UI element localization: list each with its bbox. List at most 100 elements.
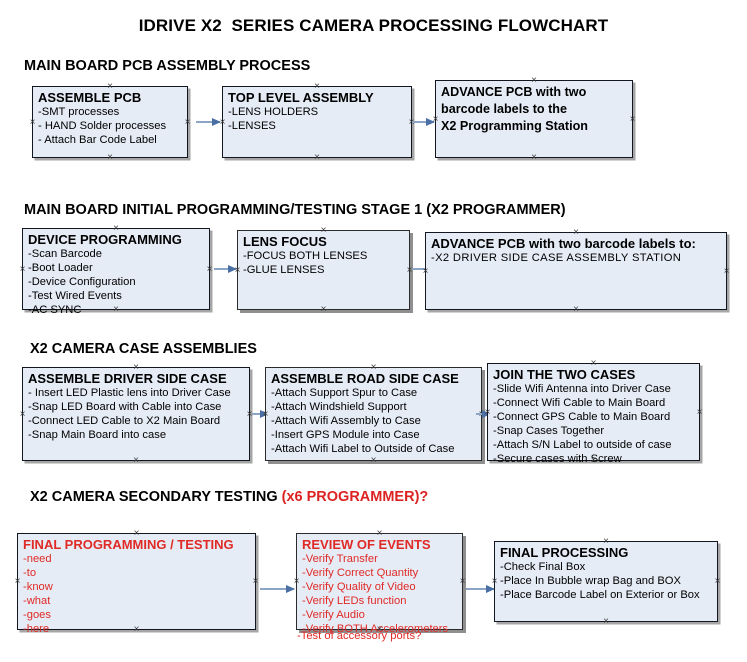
box-line: -to	[23, 567, 37, 579]
box-lens-focus[interactable]: LENS FOCUS -FOCUS BOTH LENSES -GLUE LENS…	[237, 230, 410, 310]
box-line: -Verify Audio	[302, 609, 365, 621]
box-title: FINAL PROCESSING	[500, 545, 629, 560]
arrow-road-case-to-join-cases	[476, 409, 491, 418]
box-line: -goes	[23, 609, 51, 621]
section-header-case-assemblies: X2 CAMERA CASE ASSEMBLIES	[30, 341, 257, 357]
box-join-the-two-cases[interactable]: JOIN THE TWO CASES -Slide Wifi Antenna i…	[487, 363, 700, 465]
box-line: -Verify LEDs function	[302, 595, 407, 607]
box-line: -LENSES	[228, 120, 276, 132]
connection-handle-bottom-icon[interactable]	[319, 305, 328, 314]
box-line: -Attach Wifi Label to Outside of Case	[271, 443, 455, 455]
section-header-text: X2 CAMERA SECONDARY TESTING	[30, 489, 282, 505]
box-line: -Verify BOTH Accelerometers	[302, 623, 449, 635]
connection-handle-right-icon[interactable]	[205, 265, 214, 274]
box-assemble-pcb[interactable]: ASSEMBLE PCB -SMT processes - HAND Solde…	[32, 86, 188, 158]
box-advance-pcb-driver-side-station[interactable]: ADVANCE PCB with two barcode labels to: …	[425, 232, 727, 310]
box-device-programming[interactable]: DEVICE PROGRAMMING -Scan Barcode -Boot L…	[22, 228, 210, 316]
box-title: ADVANCE PCB with two barcode labels to:	[431, 236, 696, 251]
box-line: -here	[23, 623, 50, 635]
connection-handle-left-icon[interactable]	[13, 577, 22, 586]
box-line: -Connect GPS Cable to Main Board	[493, 411, 671, 423]
arrow-top-level-to-advance-pcb	[412, 117, 435, 126]
arrow-final-programming-to-review-events	[260, 584, 295, 593]
box-line: -Boot Loader	[28, 262, 93, 274]
box-line: -Device Configuration	[28, 276, 136, 288]
box-line: barcode labels to the	[441, 102, 567, 116]
box-line: -FOCUS BOTH LENSES	[243, 250, 368, 262]
connection-handle-left-icon[interactable]	[18, 265, 27, 274]
box-line: -Attach S/N Label to outside of case	[493, 439, 672, 451]
box-line: -Snap Main Board into case	[28, 429, 167, 441]
box-title: DEVICE PROGRAMMING	[28, 232, 182, 247]
arrow-review-events-to-final-processing	[466, 584, 495, 593]
connection-handle-right-icon[interactable]	[628, 115, 637, 124]
connection-handle-right-icon[interactable]	[251, 577, 260, 586]
box-line: -Verify Transfer	[302, 553, 378, 565]
box-top-level-assembly[interactable]: TOP LEVEL ASSEMBLY -LENS HOLDERS -LENSES	[222, 86, 412, 158]
connection-handle-left-icon[interactable]	[18, 410, 27, 419]
section-header-secondary-testing: X2 CAMERA SECONDARY TESTING (x6 PROGRAMM…	[30, 489, 428, 505]
box-line: -what	[23, 595, 51, 607]
box-line: -Slide Wifi Antenna into Driver Case	[493, 383, 671, 395]
connection-handle-bottom-icon[interactable]	[132, 456, 141, 465]
section-header-initial-programming: MAIN BOARD INITIAL PROGRAMMING/TESTING S…	[24, 202, 566, 218]
connection-handle-right-icon[interactable]	[695, 408, 704, 417]
box-line: -Secure cases with Screw	[493, 453, 622, 465]
box-line: -Verify Quality of Video	[302, 581, 416, 593]
box-title: JOIN THE TWO CASES	[493, 367, 636, 382]
section-header-accent-text: (x6 PROGRAMMER)?	[281, 489, 429, 505]
connection-handle-bottom-icon[interactable]	[572, 305, 581, 314]
box-line: -Snap LED Board with Cable into Case	[28, 401, 222, 413]
connection-handle-right-icon[interactable]	[458, 577, 467, 586]
box-line: -Test Wired Events	[28, 290, 122, 302]
connection-handle-right-icon[interactable]	[183, 118, 192, 127]
box-line: - Insert LED Plastic lens into Driver Ca…	[28, 387, 231, 399]
box-line: -Verify Correct Quantity	[302, 567, 419, 579]
box-final-processing[interactable]: FINAL PROCESSING -Check Final Box -Place…	[494, 541, 718, 622]
box-line: -Attach Windshield Support	[271, 401, 407, 413]
section-header-text: MAIN BOARD PCB ASSEMBLY PROCESS	[24, 58, 311, 74]
connection-handle-bottom-icon[interactable]	[313, 153, 322, 162]
connection-handle-left-icon[interactable]	[28, 118, 37, 127]
arrow-assemble-pcb-to-top-level	[196, 117, 221, 126]
page-title: IDRIVE X2 SERIES CAMERA PROCESSING FLOWC…	[138, 16, 609, 35]
connection-handle-bottom-icon[interactable]	[530, 153, 539, 162]
box-advance-pcb-programming-station[interactable]: ADVANCE PCB with two barcode labels to t…	[435, 80, 633, 158]
box-line: -GLUE LENSES	[243, 264, 325, 276]
box-line: - Attach Bar Code Label	[38, 134, 157, 146]
box-line: - HAND Solder processes	[38, 120, 167, 132]
section-header-text: MAIN BOARD INITIAL PROGRAMMING/TESTING S…	[24, 202, 566, 218]
box-line: ADVANCE PCB with two	[441, 85, 587, 99]
connection-handle-right-icon[interactable]	[713, 577, 722, 586]
box-line: -need	[23, 553, 52, 565]
connection-handle-bottom-icon[interactable]	[106, 153, 115, 162]
box-assemble-road-side-case[interactable]: ASSEMBLE ROAD SIDE CASE -Attach Support …	[265, 367, 482, 461]
box-line: -Check Final Box	[500, 561, 586, 573]
box-line: -Insert GPS Module into Case	[271, 429, 420, 441]
box-line: -Snap Cases Together	[493, 425, 605, 437]
box-line: -LENS HOLDERS	[228, 106, 319, 118]
box-title: ASSEMBLE ROAD SIDE CASE	[271, 371, 459, 386]
box-line: -Place Barcode Label on Exterior or Box	[500, 589, 700, 601]
box-final-programming-testing[interactable]: FINAL PROGRAMMING / TESTING -need -to -k…	[17, 533, 256, 635]
connection-handle-right-icon[interactable]	[722, 267, 731, 276]
box-title: ASSEMBLE DRIVER SIDE CASE	[28, 371, 227, 386]
box-review-of-events[interactable]: REVIEW OF EVENTS -Verify Transfer -Verif…	[296, 533, 463, 635]
box-line: -Connect LED Cable to X2 Main Board	[28, 415, 221, 427]
section-header-main-board-pcb: MAIN BOARD PCB ASSEMBLY PROCESS	[24, 58, 310, 74]
connection-handle-bottom-icon[interactable]	[369, 456, 378, 465]
box-line: X2 Programming Station	[441, 119, 588, 133]
section-header-text: X2 CAMERA CASE ASSEMBLIES	[30, 341, 257, 357]
box-line: -Connect Wifi Cable to Main Board	[493, 397, 666, 409]
box-line: -know	[23, 581, 53, 593]
box-title: TOP LEVEL ASSEMBLY	[228, 90, 374, 105]
connection-handle-bottom-icon[interactable]	[602, 617, 611, 626]
box-line: -Scan Barcode	[28, 248, 103, 260]
box-assemble-driver-side-case[interactable]: ASSEMBLE DRIVER SIDE CASE - Insert LED P…	[22, 367, 250, 461]
box-line: -Attach Support Spur to Case	[271, 387, 418, 399]
box-line: -AC SYNC	[28, 304, 82, 316]
box-line-overflow: -Test of accessory ports?	[297, 630, 422, 642]
connection-handle-right-icon[interactable]	[405, 266, 414, 275]
box-title: LENS FOCUS	[243, 234, 327, 249]
box-line: -Place In Bubble wrap Bag and BOX	[500, 575, 681, 587]
